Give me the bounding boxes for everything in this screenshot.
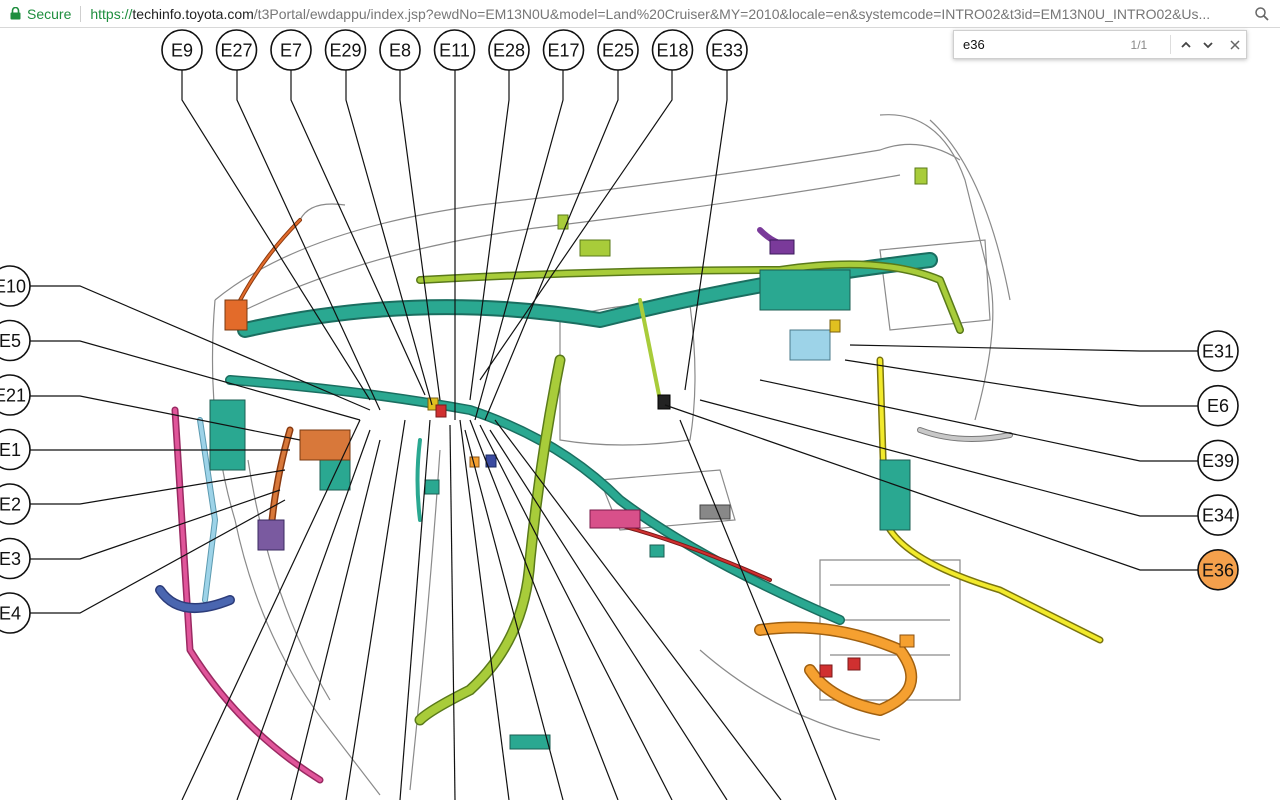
secure-label: Secure — [27, 5, 72, 22]
connector-label-text: E1 — [0, 440, 21, 460]
connector-label-e21[interactable]: E21 — [0, 374, 31, 416]
leader-lines — [30, 70, 1198, 800]
find-bar: e36 1/1 — [953, 30, 1247, 59]
url-path: /t3Portal/ewdappu/index.jsp?ewdNo=EM13N0… — [253, 5, 1211, 22]
connector-label-text: E17 — [547, 41, 579, 61]
connector-label-text: E11 — [439, 41, 470, 61]
find-next-button[interactable] — [1197, 34, 1219, 56]
connector-label-e31[interactable]: E31 — [1197, 330, 1239, 372]
chevron-down-icon — [1202, 41, 1213, 48]
url-divider — [80, 5, 82, 22]
find-close-button[interactable] — [1224, 34, 1246, 56]
components — [209, 167, 928, 750]
connector-label-text: E10 — [0, 277, 26, 297]
connector-label-e5[interactable]: E5 — [0, 319, 31, 362]
connector-label-text: E21 — [0, 386, 26, 406]
connector-label-text: E25 — [602, 41, 634, 61]
connector-label-text: E9 — [171, 41, 193, 61]
connector-label-e1[interactable]: E1 — [0, 428, 31, 471]
connector-label-e29[interactable]: E29 — [324, 29, 367, 71]
wire-harness — [155, 218, 1104, 784]
find-input[interactable]: e36 — [963, 37, 985, 52]
connector-label-e9[interactable]: E9 — [161, 29, 203, 71]
connector-label-e39[interactable]: E39 — [1197, 439, 1239, 482]
url-scheme: https:// — [90, 5, 133, 22]
connector-label-e7[interactable]: E7 — [270, 29, 312, 71]
close-icon — [1230, 39, 1240, 50]
connector-label-text: E3 — [0, 549, 21, 569]
connector-label-text: E27 — [220, 41, 252, 61]
connector-label-text: E4 — [0, 604, 21, 624]
connector-label-e27[interactable]: E27 — [215, 29, 258, 71]
find-match-count: 1/1 — [1130, 37, 1148, 52]
connector-label-text: E5 — [0, 331, 21, 351]
chevron-up-icon — [1181, 41, 1191, 48]
connector-label-e25[interactable]: E25 — [597, 29, 639, 71]
connector-label-e8[interactable]: E8 — [379, 29, 421, 71]
connector-label-e6[interactable]: E6 — [1197, 384, 1239, 427]
wiring-diagram: E9 E27 E7 E29 E8 E11 E28 E17 E25 E18 E33E10E5E21E1… — [0, 29, 1239, 800]
connector-label-text: E2 — [0, 495, 21, 515]
connector-label-e33[interactable]: E33 — [706, 29, 748, 71]
connector-label-text: E7 — [280, 41, 302, 61]
lock-icon — [8, 7, 22, 21]
connector-labels: E9 E27 E7 E29 E8 E11 E28 E17 E25 E18 E33E10E5E21E1… — [0, 29, 1239, 634]
connector-label-text: E34 — [1202, 506, 1234, 526]
connector-label-text: E39 — [1202, 451, 1234, 471]
address-bar[interactable]: Secure https:// techinfo.toyota.com /t3P… — [0, 0, 1280, 28]
connector-label-text: E8 — [389, 41, 411, 61]
connector-label-text: E29 — [329, 41, 361, 61]
url-host: techinfo.toyota.com — [132, 5, 254, 22]
connector-label-e4[interactable]: E4 — [0, 592, 31, 634]
connector-label-text: E18 — [656, 41, 688, 61]
connector-label-text: E28 — [493, 41, 525, 61]
connector-label-e18[interactable]: E18 — [651, 29, 694, 71]
connector-label-e28[interactable]: E28 — [488, 29, 530, 71]
connector-label-e2[interactable]: E2 — [0, 483, 31, 525]
find-prev-button[interactable] — [1175, 34, 1197, 56]
connector-label-e36[interactable]: E36 — [1197, 548, 1239, 591]
zoom-icon[interactable] — [1254, 6, 1270, 22]
connector-label-e34[interactable]: E34 — [1197, 494, 1239, 536]
find-divider — [1169, 35, 1171, 54]
connector-label-text: E31 — [1202, 342, 1234, 362]
connector-label-e3[interactable]: E3 — [0, 537, 31, 580]
connector-label-e11[interactable]: E11 — [433, 29, 476, 71]
connector-label-e17[interactable]: E17 — [542, 29, 585, 71]
connector-label-text: E36 — [1202, 560, 1234, 580]
connector-label-text: E6 — [1207, 396, 1229, 416]
connector-label-text: E33 — [711, 41, 743, 61]
connector-label-e10[interactable]: E10 — [0, 265, 31, 307]
